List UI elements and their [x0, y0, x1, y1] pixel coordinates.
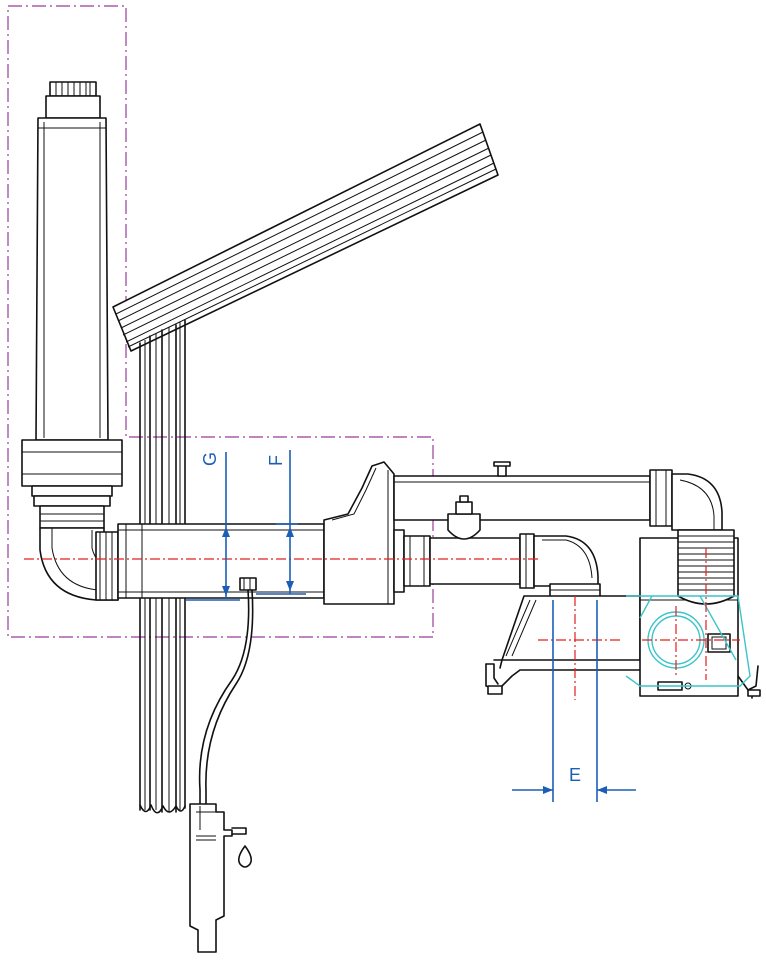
flue-elbow: [39, 527, 119, 601]
horizontal-flue-pipe: [117, 461, 535, 605]
dimension-g-label: G: [200, 452, 220, 466]
boiler-mounting-bracket: [485, 595, 641, 695]
condensate-trap: [189, 577, 257, 953]
dimension-f-label: F: [266, 455, 286, 466]
vertical-flue-terminal: [21, 81, 123, 529]
center-axes: [24, 548, 740, 700]
dimension-f: F: [256, 450, 306, 595]
boiler-unit: [639, 529, 761, 699]
dimension-g: G: [186, 452, 240, 601]
dimension-e: E: [512, 600, 636, 802]
pitched-roof: [112, 123, 499, 352]
air-supply-duct: [393, 461, 723, 540]
dimension-e-label: E: [569, 765, 581, 785]
